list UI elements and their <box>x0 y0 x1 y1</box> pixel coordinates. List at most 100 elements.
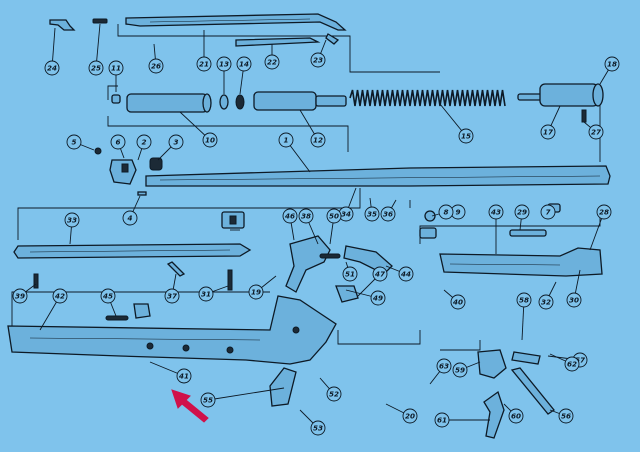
callout-circle <box>364 206 380 222</box>
callout-number: 44 <box>401 270 411 279</box>
callout-circle <box>310 52 326 68</box>
callout-number: 14 <box>239 60 249 69</box>
callout-number: 62 <box>567 360 577 369</box>
callout-number: 5 <box>71 138 76 147</box>
callout-number: 57 <box>575 356 585 365</box>
callout-61: 61 <box>434 412 450 428</box>
callout-number: 42 <box>55 292 65 301</box>
leader-line <box>207 387 285 401</box>
callout-circle <box>88 60 104 76</box>
part-handguard-upper <box>125 13 347 31</box>
callout-circle <box>438 204 454 220</box>
callout-circle <box>168 134 184 150</box>
callout-43: 43 <box>488 204 504 220</box>
part-receiver-rail <box>439 247 603 277</box>
callout-51: 51 <box>342 266 358 282</box>
callout-63: 63 <box>436 358 452 374</box>
callout-number: 46 <box>285 212 295 221</box>
callout-circle <box>596 204 612 220</box>
callout-number: 38 <box>301 212 311 221</box>
callout-number: 39 <box>15 292 25 301</box>
part-guide-collar <box>111 94 121 104</box>
callout-number: 3 <box>173 138 178 147</box>
part-pin-4 <box>137 191 147 196</box>
callout-circle <box>558 408 574 424</box>
callout-number: 8 <box>443 208 448 217</box>
part-buffer-tube <box>517 83 604 107</box>
callout-circle <box>12 288 28 304</box>
callout-number: 59 <box>455 366 465 375</box>
callout-55: 55 <box>200 392 216 408</box>
callout-number: 31 <box>201 290 211 299</box>
callout-29: 29 <box>514 204 530 220</box>
part-ring-14 <box>235 94 245 110</box>
callout-circle <box>372 266 388 282</box>
callout-42: 42 <box>52 288 68 304</box>
callout-number: 47 <box>375 270 385 279</box>
callout-circle <box>100 288 116 304</box>
callout-number: 61 <box>437 416 447 425</box>
callout-number: 52 <box>329 390 339 399</box>
callout-circle <box>538 294 554 310</box>
callout-22: 22 <box>264 54 280 70</box>
callout-1: 1 <box>278 132 294 148</box>
callout-number: 20 <box>405 412 415 421</box>
callout-33: 33 <box>64 212 80 228</box>
part-bolt-carrier <box>285 235 331 293</box>
callout-number: 58 <box>519 296 529 305</box>
callout-number: 24 <box>47 64 57 73</box>
callout-36: 36 <box>380 206 396 222</box>
part-trigger-guard-57 <box>269 367 297 407</box>
callout-number: 32 <box>541 298 551 307</box>
callout-circle <box>516 292 532 308</box>
callout-number: 55 <box>203 396 213 405</box>
part-gas-tube <box>13 243 252 259</box>
part-spring-51 <box>319 253 341 259</box>
part-bolt-stop <box>49 19 76 31</box>
callout-number: 29 <box>517 208 527 217</box>
callout-circle <box>64 212 80 228</box>
callout-15: 15 <box>458 128 474 144</box>
callout-12: 12 <box>310 132 326 148</box>
pointer-arrow-icon <box>171 389 209 423</box>
callout-44: 44 <box>398 266 414 282</box>
callout-circle <box>540 124 556 140</box>
part-detent-5 <box>94 147 102 155</box>
callout-26: 26 <box>148 58 164 74</box>
callout-number: 27 <box>591 128 601 137</box>
callout-number: 28 <box>599 208 609 217</box>
callout-46: 46 <box>282 208 298 224</box>
part-cover-plate <box>235 37 321 47</box>
part-spring-cap <box>149 157 163 171</box>
callout-circle <box>198 286 214 302</box>
callout-number: 7 <box>545 208 550 217</box>
callout-number: 43 <box>491 208 501 217</box>
callout-23: 23 <box>310 52 326 68</box>
callout-19: 19 <box>248 284 264 300</box>
callout-11: 11 <box>108 60 124 76</box>
callout-41: 41 <box>176 368 192 384</box>
callout-number: 34 <box>341 210 351 219</box>
callout-circle <box>326 208 342 224</box>
callout-circle <box>564 356 580 372</box>
callout-circle <box>326 386 342 402</box>
part-washer-8 <box>424 210 436 222</box>
part-buffer-screw <box>581 109 587 123</box>
part-recoil-spring <box>349 89 506 107</box>
part-screw-39 <box>33 273 39 289</box>
callout-number: 18 <box>607 60 617 69</box>
callout-32: 32 <box>538 294 554 310</box>
callout-number: 25 <box>91 64 101 73</box>
callout-circle <box>108 60 124 76</box>
callout-number: 36 <box>383 210 393 219</box>
callout-number: 26 <box>151 62 161 71</box>
callout-circle <box>44 60 60 76</box>
callout-52: 52 <box>326 386 342 402</box>
callout-24: 24 <box>44 60 60 76</box>
callout-number: 2 <box>141 138 146 147</box>
part-plate-60 <box>511 351 541 365</box>
callout-number: 33 <box>67 216 77 225</box>
callout-circle <box>588 124 604 140</box>
part-bolt-head-9 <box>419 227 437 239</box>
callout-circle <box>278 132 294 148</box>
